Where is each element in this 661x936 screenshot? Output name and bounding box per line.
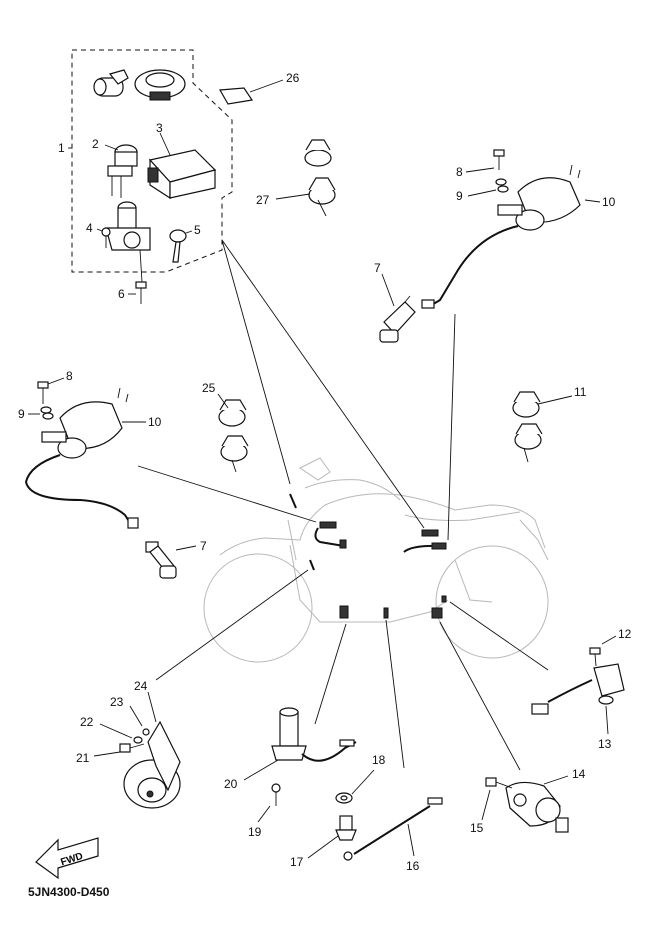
label-26: 26 xyxy=(286,71,300,85)
label-1: 1 xyxy=(58,141,65,155)
washer-23 xyxy=(142,728,150,736)
ignition-coil-left xyxy=(24,387,139,529)
label-20: 20 xyxy=(224,777,238,791)
washer-18 xyxy=(335,792,353,804)
control-module xyxy=(147,149,217,200)
label-7-top: 7 xyxy=(374,261,381,275)
bolt-21 xyxy=(119,743,145,753)
sensor-13 xyxy=(531,647,625,715)
label-23: 23 xyxy=(110,695,124,709)
part-labels: 1 2 3 4 5 6 7 7 8 8 9 9 10 10 11 12 13 1… xyxy=(18,71,632,873)
label-21: 21 xyxy=(76,751,90,765)
label-11: 11 xyxy=(574,385,587,399)
label-17: 17 xyxy=(290,855,304,869)
pad xyxy=(219,87,254,105)
clamp-11 xyxy=(512,391,543,463)
label-7-left: 7 xyxy=(200,539,207,553)
label-15: 15 xyxy=(470,821,484,835)
label-22: 22 xyxy=(80,715,94,729)
key-cylinder-top xyxy=(93,69,186,101)
main-switch xyxy=(107,144,138,198)
bolt-6 xyxy=(135,249,147,304)
harness-marks xyxy=(289,493,447,619)
actuator-14 xyxy=(505,781,569,833)
plug-cap-top xyxy=(379,295,416,343)
bolt-15 xyxy=(485,777,513,789)
cable-16 xyxy=(343,797,443,861)
label-9-left: 9 xyxy=(18,407,25,421)
bolt-8-left xyxy=(37,381,49,404)
drawing-code: 5JN4300-D450 xyxy=(28,885,110,899)
label-2: 2 xyxy=(92,137,99,151)
plug-17 xyxy=(335,815,357,841)
fwd-arrow-icon: FWD xyxy=(35,837,99,880)
screw-4 xyxy=(101,227,111,248)
washer-9-top xyxy=(495,178,509,193)
kit-boundary xyxy=(71,49,233,273)
horn xyxy=(123,720,181,809)
label-19: 19 xyxy=(248,825,262,839)
label-13: 13 xyxy=(598,737,612,751)
label-8-left: 8 xyxy=(66,369,73,383)
label-27: 27 xyxy=(256,193,270,207)
label-6: 6 xyxy=(118,287,125,301)
label-10-left: 10 xyxy=(148,415,162,429)
bolt-8-top xyxy=(493,149,505,170)
ignition-coil-right xyxy=(421,164,581,309)
clamp-27 xyxy=(304,139,336,217)
reference-lines xyxy=(137,239,549,771)
motorcycle-outline xyxy=(203,457,549,663)
washer-22 xyxy=(133,736,143,744)
switch-20 xyxy=(271,707,357,762)
label-25: 25 xyxy=(202,381,216,395)
label-4: 4 xyxy=(86,221,93,235)
clamp-25 xyxy=(218,399,249,473)
washer-9-left xyxy=(40,406,54,420)
plug-cap-left xyxy=(145,541,177,579)
key xyxy=(169,229,187,263)
label-12: 12 xyxy=(618,627,632,641)
label-14: 14 xyxy=(572,767,586,781)
label-9-top: 9 xyxy=(456,189,463,203)
label-10-top: 10 xyxy=(602,195,616,209)
label-3: 3 xyxy=(156,121,163,135)
lock-assembly xyxy=(105,201,151,251)
label-5: 5 xyxy=(194,223,201,237)
screw-19 xyxy=(271,783,281,806)
label-18: 18 xyxy=(372,753,386,767)
label-24: 24 xyxy=(134,679,148,693)
label-8-top: 8 xyxy=(456,165,463,179)
label-16: 16 xyxy=(406,859,420,873)
